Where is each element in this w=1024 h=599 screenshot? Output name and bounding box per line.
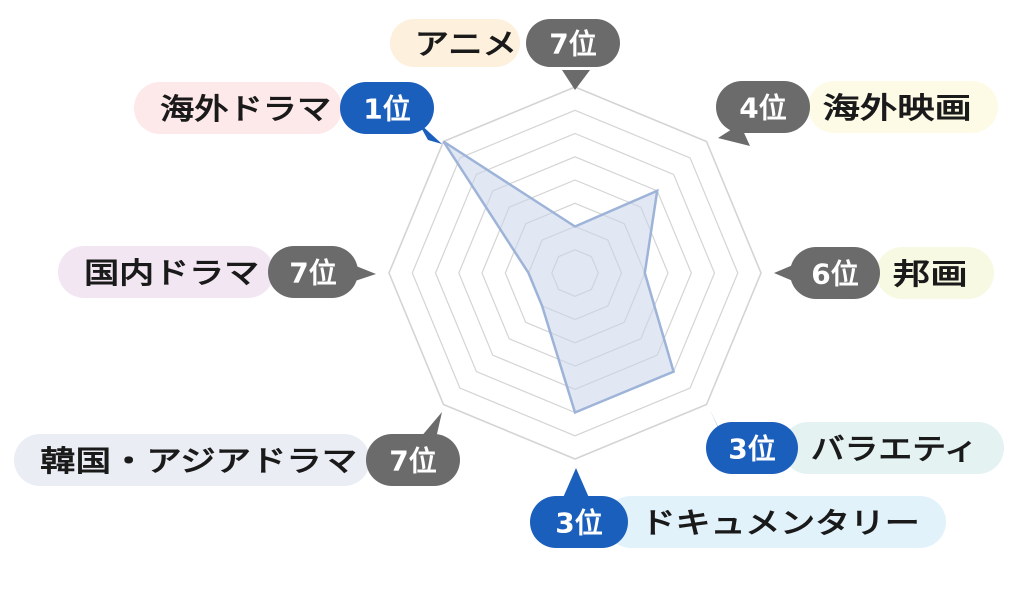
rank-badge bbox=[526, 19, 620, 67]
category-label-group: ドキュメンタリー 3位 bbox=[530, 468, 946, 548]
category-label-group: 邦画 6位 bbox=[774, 247, 994, 299]
rank-label: 7位 bbox=[289, 257, 336, 290]
category-label: ドキュメンタリー bbox=[641, 506, 920, 540]
rank-label: 4位 bbox=[739, 92, 786, 125]
category-pill bbox=[58, 246, 274, 298]
data-polygon bbox=[442, 140, 676, 415]
pointer-arrow bbox=[562, 70, 590, 90]
grid-ring bbox=[411, 109, 739, 437]
category-pill bbox=[390, 19, 520, 67]
category-pill bbox=[808, 81, 998, 133]
rank-badge bbox=[268, 246, 358, 298]
rank-label: 6位 bbox=[811, 258, 858, 291]
rank-badge bbox=[340, 82, 434, 134]
category-pill bbox=[876, 247, 994, 299]
rank-badge bbox=[530, 496, 628, 548]
category-label-group: 国内ドラマ 7位 bbox=[58, 246, 376, 298]
category-label: 韓国・アジアドラマ bbox=[40, 444, 357, 478]
category-label-group: アニメ 7位 bbox=[390, 19, 620, 90]
category-pill bbox=[14, 434, 370, 486]
rank-label: 7位 bbox=[389, 445, 436, 478]
category-pill bbox=[782, 422, 1004, 474]
category-pill bbox=[605, 496, 946, 548]
category-label: 海外映画 bbox=[823, 91, 972, 125]
category-label: バラエティ bbox=[811, 432, 978, 466]
rank-label: 1位 bbox=[363, 93, 410, 126]
pointer-arrow bbox=[562, 468, 590, 500]
category-label: 海外ドラマ bbox=[160, 92, 331, 126]
rank-badge bbox=[706, 422, 798, 474]
category-pill bbox=[134, 82, 342, 134]
rank-label: 3位 bbox=[555, 507, 602, 540]
category-label-group: 海外映画 4位 bbox=[716, 81, 998, 146]
category-label-group: バラエティ 3位 bbox=[706, 410, 1004, 474]
rank-label: 7位 bbox=[549, 28, 596, 61]
rank-badge bbox=[366, 434, 460, 486]
category-label: 国内ドラマ bbox=[84, 256, 259, 290]
grid-ring bbox=[388, 86, 762, 460]
category-label: 邦画 bbox=[893, 257, 968, 291]
category-label: アニメ bbox=[415, 27, 517, 61]
rank-badge bbox=[790, 247, 880, 299]
rank-badge bbox=[716, 81, 810, 133]
category-label-group: 韓国・アジアドラマ 7位 bbox=[14, 412, 460, 486]
rank-label: 3位 bbox=[728, 433, 775, 466]
category-label-group: 海外ドラマ 1位 bbox=[134, 82, 442, 144]
